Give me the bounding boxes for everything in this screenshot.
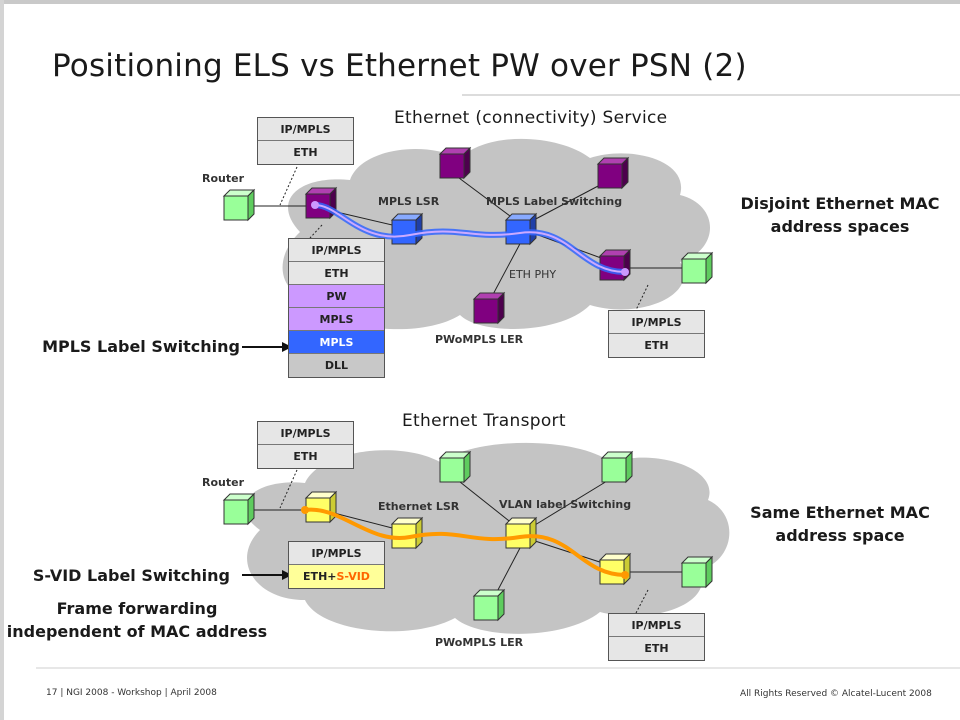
arrow-mpls-label-switching <box>242 342 292 352</box>
ler-cube-bottom-left <box>305 491 337 523</box>
bottom-left-stack: IP/MPLS ETH <box>257 421 354 469</box>
stack-layer: ETH <box>289 262 384 285</box>
router-label-bottom: Router <box>202 476 245 489</box>
left-border <box>0 0 4 720</box>
footer-right: All Rights Reserved © Alcatel-Lucent 200… <box>740 689 932 699</box>
lsr-cube-top-right <box>597 157 629 189</box>
disjoint-mac-note: Disjoint Ethernet MAC address spaces <box>740 194 940 236</box>
top-heading: Ethernet (connectivity) Service <box>394 108 668 128</box>
router-cube-bottom-right <box>681 556 713 588</box>
stack-layer: ETH <box>258 141 353 164</box>
svid-switching-path <box>301 506 629 579</box>
stack-layer: IP/MPLS <box>289 542 384 565</box>
stack-layer: IP/MPLS <box>258 118 353 141</box>
router-cube-bottom <box>223 493 255 525</box>
footer-left: 17 | NGI 2008 - Workshop | April 2008 <box>46 688 217 698</box>
lsr-cube-bottom-upper <box>439 451 471 483</box>
stack-layer: IP/MPLS <box>258 422 353 445</box>
ethernet-lsr-label: Ethernet LSR <box>378 500 460 513</box>
top-left-stack: IP/MPLS ETH <box>257 117 354 165</box>
mpls-label-switching-note: MPLS Label Switching <box>42 337 240 356</box>
ler-cube-bottom-bottom <box>473 589 505 621</box>
router-label-top: Router <box>202 172 245 185</box>
ler-cube-bottom-right <box>599 553 631 585</box>
eth-plus-text: ETH+ <box>303 570 337 583</box>
top-big-stack: IP/MPLS ETH PW MPLS MPLS DLL <box>288 238 385 378</box>
svid-label-switching-note: S-VID Label Switching <box>32 566 230 585</box>
stack-layer-mpls: MPLS <box>289 308 384 331</box>
mpls-switching-label: MPLS Label Switching <box>486 195 623 208</box>
ler-cube-top-bottom <box>473 292 505 324</box>
mpls-lsr-label: MPLS LSR <box>378 195 440 208</box>
mpls-tunnel-path <box>311 201 629 276</box>
stack-layer: ETH <box>609 334 704 357</box>
bottom-right-stack: IP/MPLS ETH <box>608 613 705 661</box>
vlan-switching-label: VLAN label Switching <box>499 498 632 511</box>
mpls-lsr-cube-right <box>505 213 537 245</box>
stack-layer: IP/MPLS <box>609 614 704 637</box>
slide-title: Positioning ELS vs Ethernet PW over PSN … <box>52 48 747 84</box>
stack-layer-pw: PW <box>289 285 384 308</box>
pwompls-ler-label-bottom: PWoMPLS LER <box>435 636 524 649</box>
title-rule <box>462 94 960 96</box>
eth-lsr-cube-right <box>505 517 537 549</box>
stack-layer-dll: DLL <box>289 354 384 377</box>
eth-phy-label: ETH PHY <box>509 268 557 281</box>
eth-lsr-cube-left <box>391 517 423 549</box>
stack-layer-mpls-active: MPLS <box>289 331 384 354</box>
arrow-svid-label-switching <box>242 570 292 580</box>
stack-layer: IP/MPLS <box>609 311 704 334</box>
pwompls-ler-label-top: PWoMPLS LER <box>435 333 524 346</box>
lsr-cube-bottom-right <box>601 451 633 483</box>
same-mac-note: Same Ethernet MAC address space <box>750 503 930 545</box>
router-cube-top-right <box>681 252 713 284</box>
stack-layer: ETH <box>609 637 704 660</box>
stack-layer: IP/MPLS <box>289 239 384 262</box>
stack-layer-eth-svid: ETH+S-VID <box>289 565 384 588</box>
svid-text: S-VID <box>336 570 370 583</box>
top-border <box>0 0 960 4</box>
top-right-stack: IP/MPLS ETH <box>608 310 705 358</box>
router-cube-top <box>223 189 255 221</box>
stack-layer: ETH <box>258 445 353 468</box>
bottom-mid-stack: IP/MPLS ETH+S-VID <box>288 541 385 589</box>
lsr-cube-top-upper <box>439 147 471 179</box>
frame-forwarding-note: Frame forwarding independent of MAC addr… <box>6 599 268 641</box>
bottom-heading: Ethernet Transport <box>402 411 566 431</box>
